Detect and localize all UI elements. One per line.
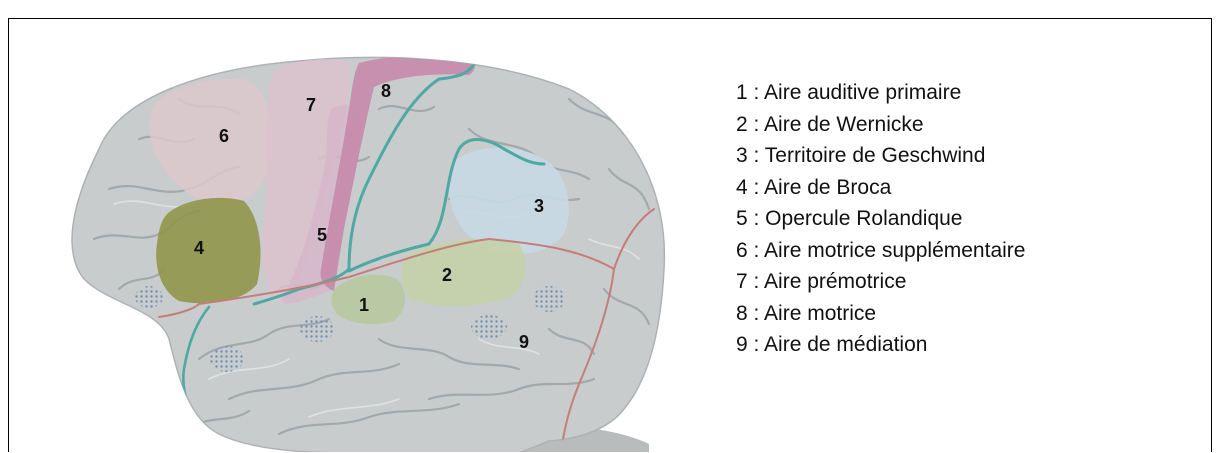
- legend-item: 2 : Aire de Wernicke: [736, 109, 1196, 141]
- region-label-5: 5: [317, 225, 327, 245]
- legend-item: 6 : Aire motrice supplémentaire: [736, 235, 1196, 267]
- region-4-shape: [156, 198, 260, 303]
- legend-item: 7 : Aire prémotrice: [736, 266, 1196, 298]
- legend-item: 9 : Aire de médiation: [736, 329, 1196, 361]
- region-label-8: 8: [381, 81, 391, 101]
- figure-frame: 1 2 3 4 5 6 7 8 9 1 : Aire auditive prim…: [8, 18, 1212, 452]
- legend-item: 5 : Opercule Rolandique: [736, 203, 1196, 235]
- mediation-patch-5: [210, 346, 244, 372]
- region-label-1: 1: [359, 295, 369, 315]
- legend-item: 3 : Territoire de Geschwind: [736, 140, 1196, 172]
- mediation-patch-1: [135, 286, 163, 308]
- region-label-6: 6: [219, 126, 229, 146]
- region-label-9: 9: [519, 332, 529, 352]
- region-label-7: 7: [306, 95, 316, 115]
- mediation-patch-3: [300, 316, 334, 342]
- region-label-2: 2: [442, 265, 452, 285]
- legend-item: 4 : Aire de Broca: [736, 172, 1196, 204]
- legend-item: 1 : Aire auditive primaire: [736, 77, 1196, 109]
- region-label-3: 3: [534, 196, 544, 216]
- mediation-patch-4: [471, 315, 507, 339]
- brain-diagram: 1 2 3 4 5 6 7 8 9: [49, 39, 689, 452]
- region-legend: 1 : Aire auditive primaire 2 : Aire de W…: [736, 77, 1196, 361]
- region-label-4: 4: [194, 238, 204, 258]
- brain-lateral-view: 1 2 3 4 5 6 7 8 9: [49, 39, 689, 452]
- mediation-patch-2: [533, 286, 565, 312]
- legend-item: 8 : Aire motrice: [736, 298, 1196, 330]
